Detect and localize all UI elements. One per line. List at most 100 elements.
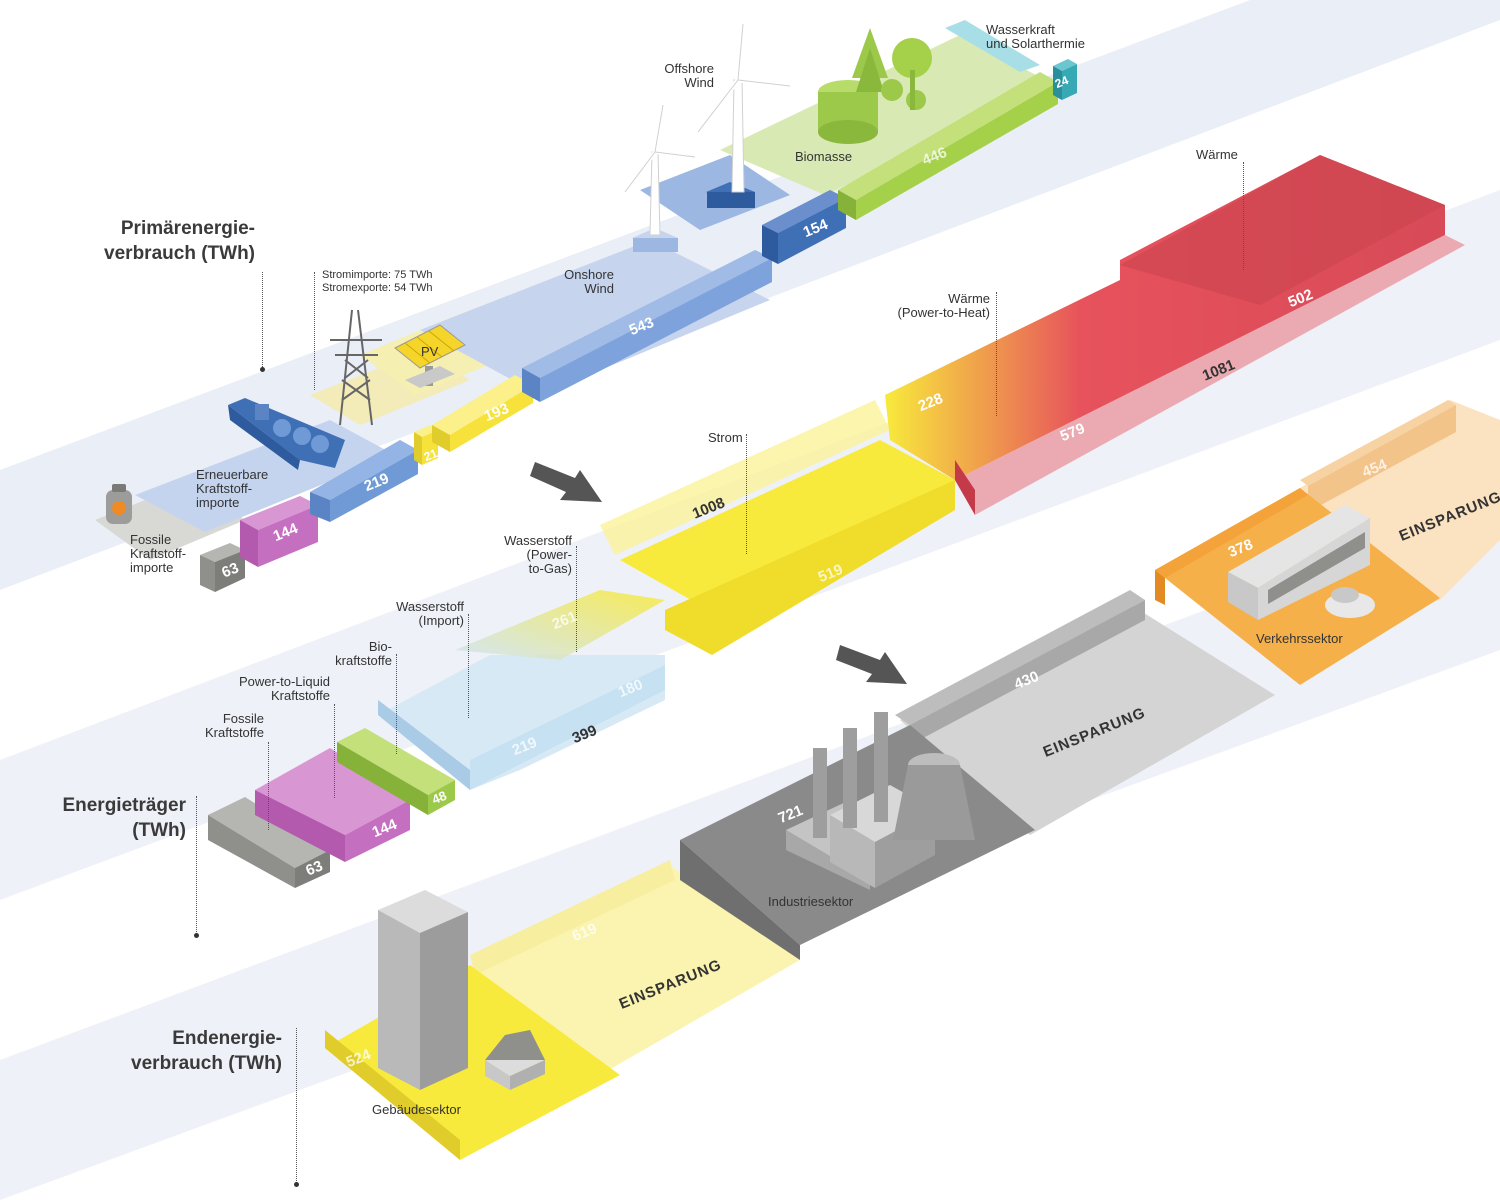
section-title-primary: Primärenergie- verbrauch (TWh) [60, 216, 255, 266]
wall-industry-430 [895, 590, 1145, 745]
label-renewable-fuel-imports: Erneuerbare Kraftstoff- importe [196, 468, 268, 510]
label-power: Strom [708, 430, 743, 445]
label-line: Fossile [130, 532, 172, 547]
flow-arrow-icon [530, 462, 602, 502]
label-line: Bio- [368, 639, 392, 654]
label-line: Kraftstoff- [130, 546, 187, 561]
factory-icon [786, 712, 975, 890]
ship-icon [228, 398, 345, 470]
solar-panel-icon [394, 324, 466, 388]
label-line: Kraftstoff- [196, 481, 253, 496]
box-fossil-import-63 [200, 543, 245, 592]
bus-icon [1228, 505, 1370, 620]
floor-buildings-savings [470, 865, 800, 1075]
box-fossil-fuels-63 [208, 797, 330, 888]
section-leader-dot [260, 367, 265, 372]
wind-turbine-onshore-icon [623, 104, 696, 252]
house-icon [485, 1030, 545, 1090]
label-transport: Verkehrssektor [1256, 631, 1343, 646]
box-pv-193 [432, 375, 533, 452]
car-icon [1325, 587, 1375, 618]
label-line: (Power-to-Heat) [897, 305, 990, 320]
section-leader-dot [294, 1182, 299, 1187]
leader-line [314, 272, 315, 390]
label-onshore-wind: Onshore Wind [550, 268, 614, 296]
power-pylon-icon [330, 309, 382, 426]
label-line: Wasserstoff [504, 533, 572, 548]
label-line: und Solarthermie [986, 36, 1085, 51]
section-title-line: Primärenergie- [120, 218, 255, 239]
leader-line [396, 654, 397, 754]
label-hydrogen-import: Wasserstoff (Import) [380, 600, 464, 628]
label-line: Wind [584, 281, 614, 296]
box-onshore-543 [522, 250, 772, 402]
box-biofuels-48 [337, 728, 455, 815]
box-renewable-fuel-import-144 [240, 496, 318, 567]
leader-line [746, 434, 747, 554]
floor-buildings-619 [470, 860, 675, 975]
label-biomass: Biomasse [795, 149, 853, 164]
box-biomass-446 [838, 72, 1058, 220]
section-title-final: Endenergie- verbrauch (TWh) [100, 1026, 282, 1076]
label-line: Wind [684, 75, 714, 90]
floor-power-1008 [600, 400, 890, 555]
floor-hydro [945, 20, 1040, 72]
box-219 [310, 440, 418, 522]
label-pv: PV [421, 344, 439, 359]
label-line: Stromimporte: 75 TWh [322, 269, 433, 281]
tower-building-icon [378, 890, 468, 1090]
label-ptl-fuels: Power-to-Liquid Kraftstoffe [220, 675, 330, 703]
label-offshore-wind: Offshore Wind [650, 62, 714, 90]
label-buildings: Gebäudesektor [372, 1102, 461, 1117]
section-title-line: Endenergie- [172, 1028, 282, 1049]
label-fossil-fuels: Fossile Kraftstoffe [180, 712, 264, 740]
section-leader-line [196, 796, 197, 934]
label-line: (Power- [526, 547, 572, 562]
label-line: Fossile [222, 711, 264, 726]
label-line: (Import) [418, 613, 465, 628]
floor-industry-savings [900, 598, 1275, 835]
leader-line [996, 292, 997, 416]
section-title-line: verbrauch (TWh) [104, 243, 255, 264]
section-leader-line [296, 1028, 297, 1183]
section-leader-dot [194, 933, 199, 938]
section-leader-line [262, 272, 263, 367]
label-heat-pth: Wärme (Power-to-Heat) [880, 292, 990, 320]
box-power-519 [620, 440, 955, 655]
label-line: Power-to-Liquid [238, 674, 330, 689]
box-offshore-154 [762, 190, 846, 264]
label-line: Stromexporte: 54 TWh [322, 282, 433, 294]
floor-hydrogen-ptg [455, 590, 665, 660]
gas-cylinder-icon [106, 484, 132, 524]
label-hydrogen-ptg: Wasserstoff (Power- to-Gas) [490, 534, 572, 576]
wall-transport-454 [1300, 400, 1456, 512]
label-line: importe [130, 560, 174, 575]
label-hydro-solarthermal: Wasserkraft und Solarthermie [986, 23, 1085, 51]
label-line: Kraftstoffe [270, 688, 330, 703]
label-line: Offshore [664, 61, 714, 76]
section-title-line: verbrauch (TWh) [131, 1053, 282, 1074]
label-line: Erneuerbare [196, 467, 269, 482]
label-industry: Industriesektor [768, 894, 854, 909]
section-title-line: (TWh) [132, 820, 186, 841]
label-heat: Wärme [1196, 147, 1238, 162]
label-biofuels: Bio- kraftstoffe [320, 640, 392, 668]
section-title-line: Energieträger [62, 795, 186, 816]
label-fossil-fuel-imports: Fossile Kraftstoff- importe [130, 533, 186, 575]
box-hydrogen [378, 655, 665, 790]
leader-line [334, 704, 335, 798]
label-line: Wärme [948, 291, 990, 306]
label-power-imports: Stromimporte: 75 TWh Stromexporte: 54 TW… [322, 269, 432, 295]
leader-line [576, 546, 577, 652]
floor-onshore [420, 240, 770, 395]
biomass-trees-icon [818, 28, 932, 144]
label-line: Kraftstoffe [204, 725, 264, 740]
label-line: kraftstoffe [335, 653, 392, 668]
label-line: Onshore [564, 267, 614, 282]
label-line: Wasserstoff [396, 599, 464, 614]
heat-top [1120, 155, 1445, 305]
box-hydro-24 [1053, 59, 1077, 100]
label-line: Wasserkraft [986, 22, 1055, 37]
